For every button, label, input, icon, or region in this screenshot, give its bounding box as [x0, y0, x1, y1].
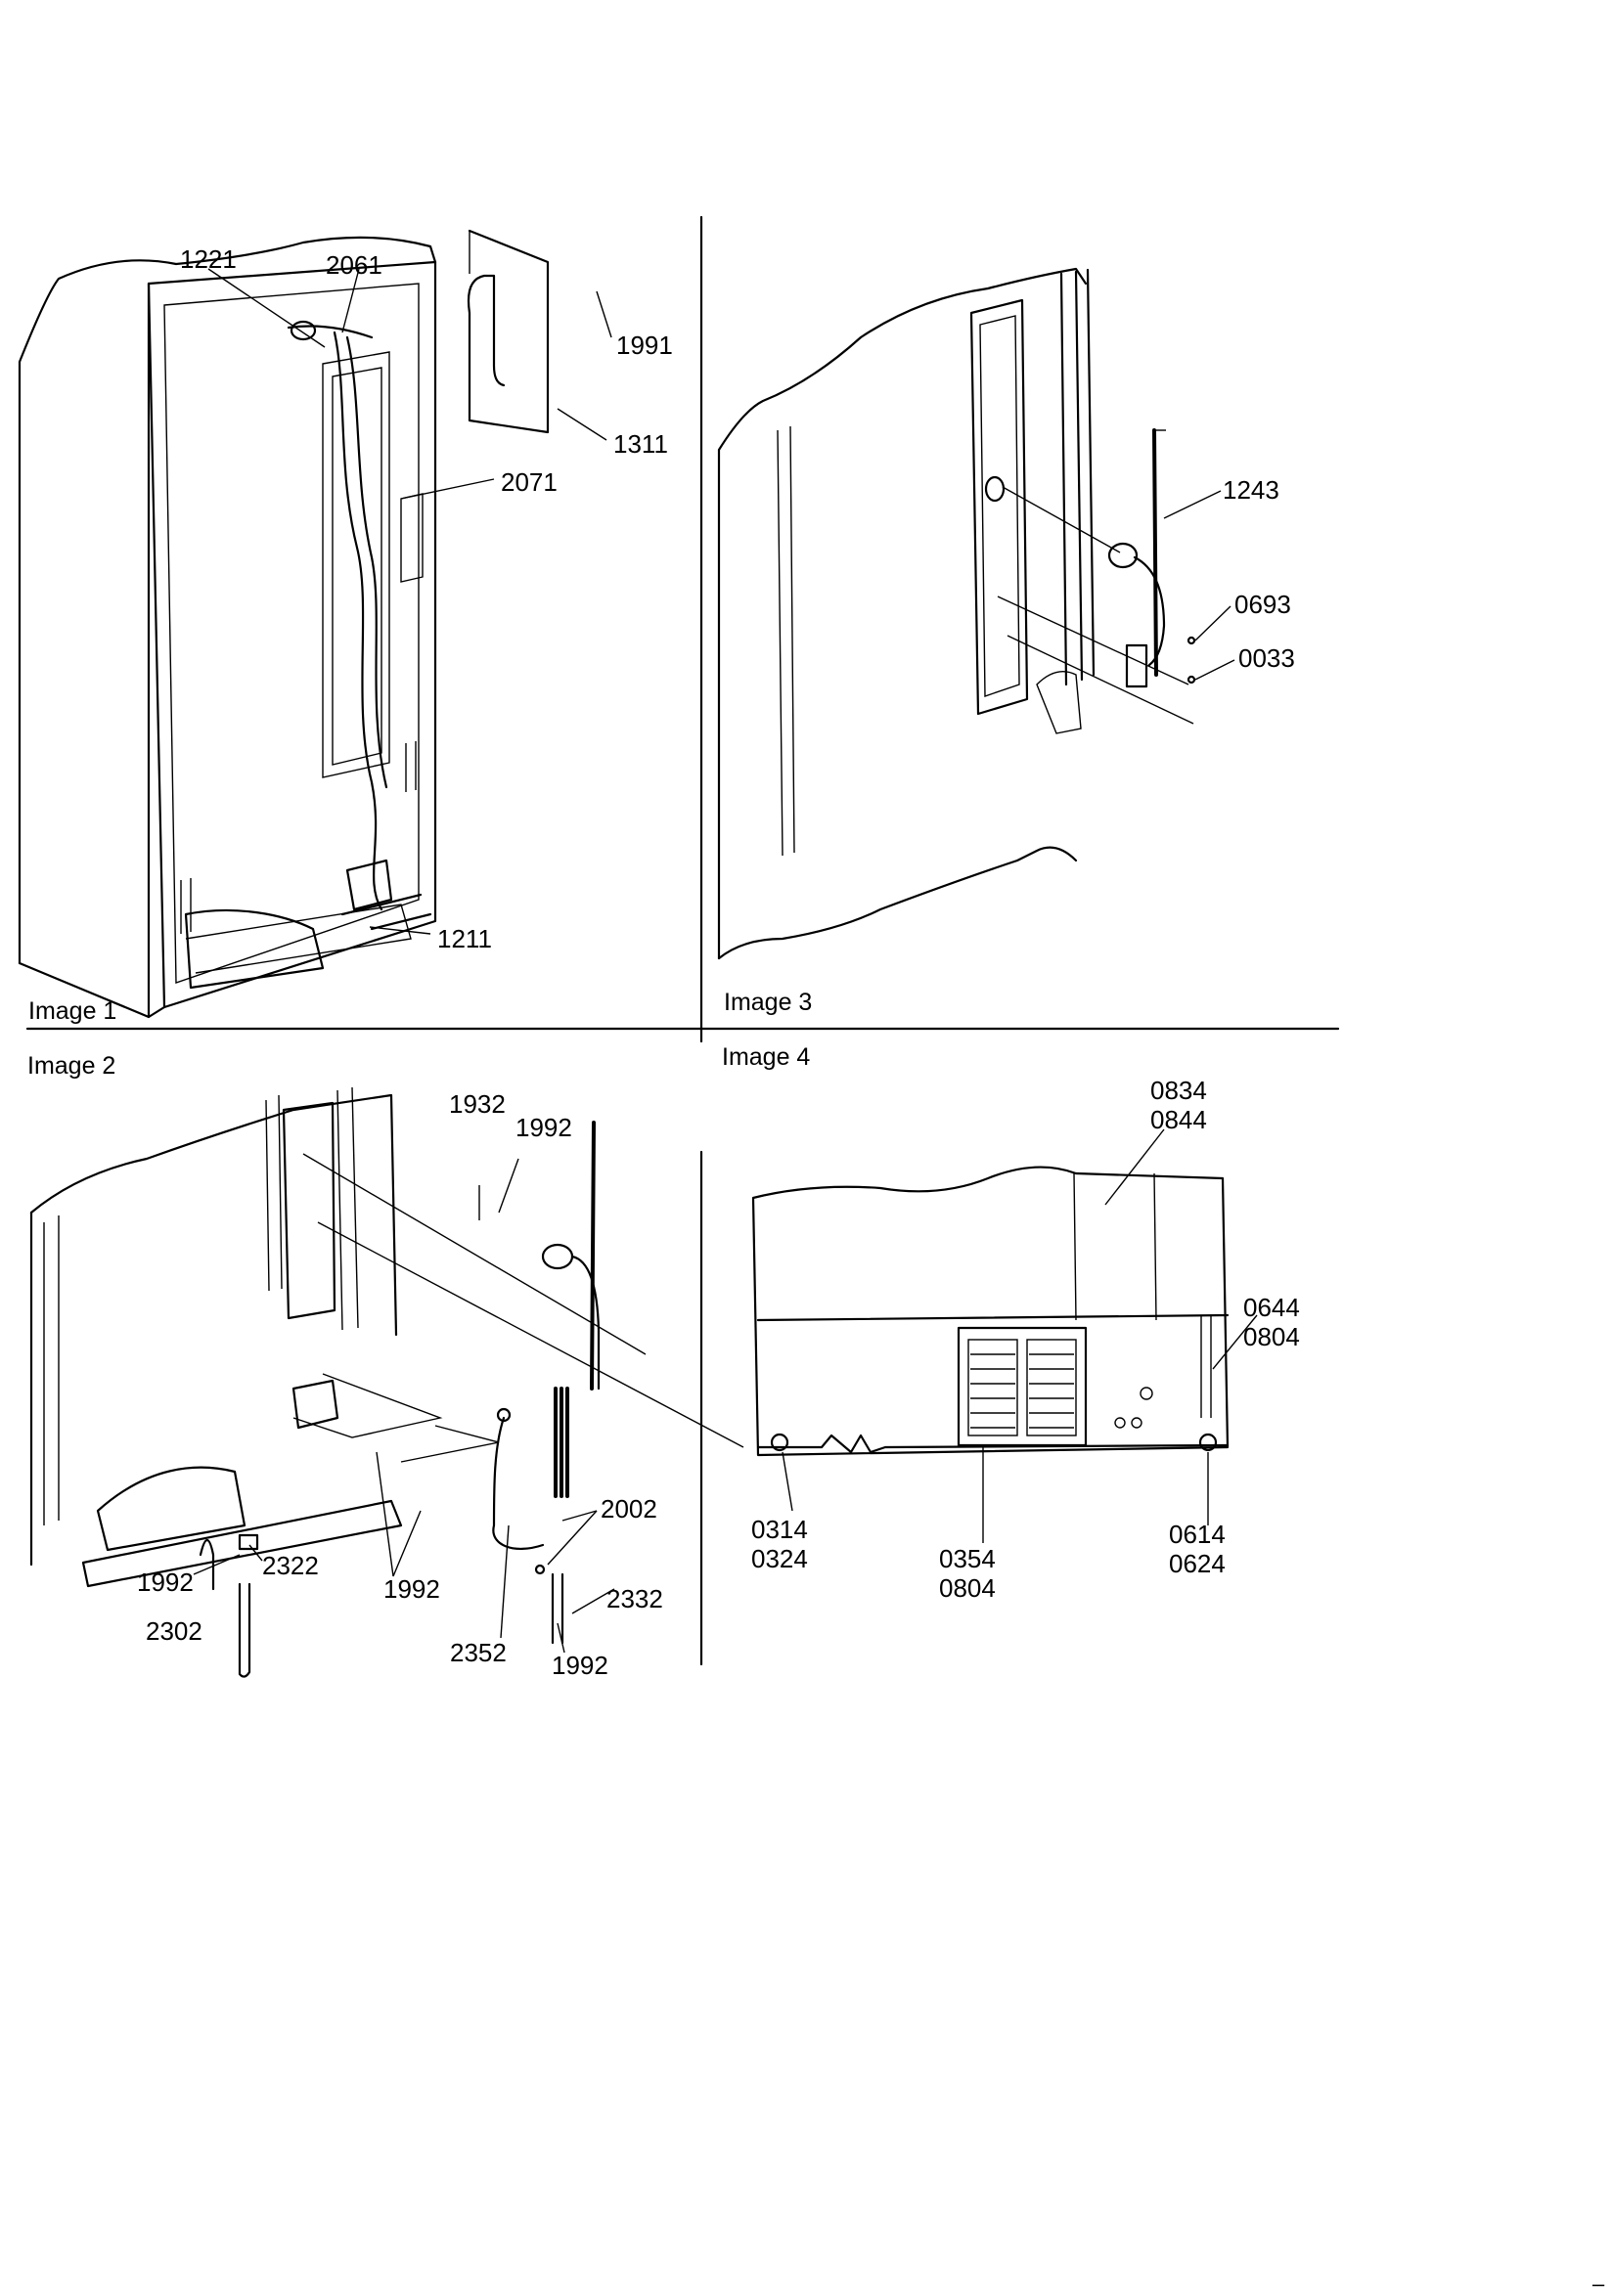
- image4-title: Image 4: [722, 1043, 811, 1071]
- callout-1221: 1221: [180, 244, 237, 274]
- callout-0693: 0693: [1234, 590, 1291, 619]
- callout-0834-0844: 0834 0844: [1150, 1076, 1207, 1134]
- callout-2332: 2332: [606, 1584, 663, 1613]
- image4-base-grille: [751, 1166, 1230, 1457]
- callout-1992-mid: 1992: [383, 1574, 440, 1604]
- callout-2061: 2061: [326, 250, 382, 280]
- callout-2322: 2322: [262, 1551, 319, 1580]
- callout-0033: 0033: [1238, 643, 1295, 673]
- edge-mark: –: [1592, 2272, 1605, 2296]
- image3-leader-lines: [1163, 490, 1235, 681]
- callout-1311: 1311: [613, 429, 668, 459]
- callout-1992-left: 1992: [137, 1567, 194, 1597]
- callout-2071: 2071: [501, 467, 558, 497]
- image1-leader-lines: [207, 268, 612, 935]
- image3-rear-panel: [717, 267, 1196, 960]
- callout-0644-0804: 0644 0804: [1243, 1293, 1300, 1351]
- image1-title: Image 1: [28, 997, 117, 1025]
- callout-2352: 2352: [450, 1638, 507, 1667]
- callout-2302: 2302: [146, 1616, 202, 1646]
- image2-title: Image 2: [27, 1052, 116, 1080]
- image2-leader-lines: [193, 1158, 615, 1654]
- callout-0314-0324: 0314 0324: [751, 1515, 808, 1573]
- callout-1243: 1243: [1223, 475, 1279, 505]
- panel-dividers: [25, 215, 1340, 1666]
- callout-1992-bottom: 1992: [552, 1651, 608, 1680]
- image2-lower-rear: [29, 1086, 744, 1678]
- callout-0614-0624: 0614 0624: [1169, 1520, 1226, 1578]
- callout-1992-top: 1992: [515, 1113, 572, 1142]
- callout-1932: 1932: [449, 1089, 506, 1119]
- image1-refrigerator-back: [18, 229, 550, 1019]
- image4-leader-lines: [782, 1128, 1258, 1543]
- callout-2002: 2002: [601, 1494, 657, 1523]
- image3-title: Image 3: [724, 989, 813, 1016]
- callout-1211: 1211: [437, 924, 492, 953]
- callout-0354-0804: 0354 0804: [939, 1544, 996, 1603]
- callout-1991: 1991: [616, 331, 673, 360]
